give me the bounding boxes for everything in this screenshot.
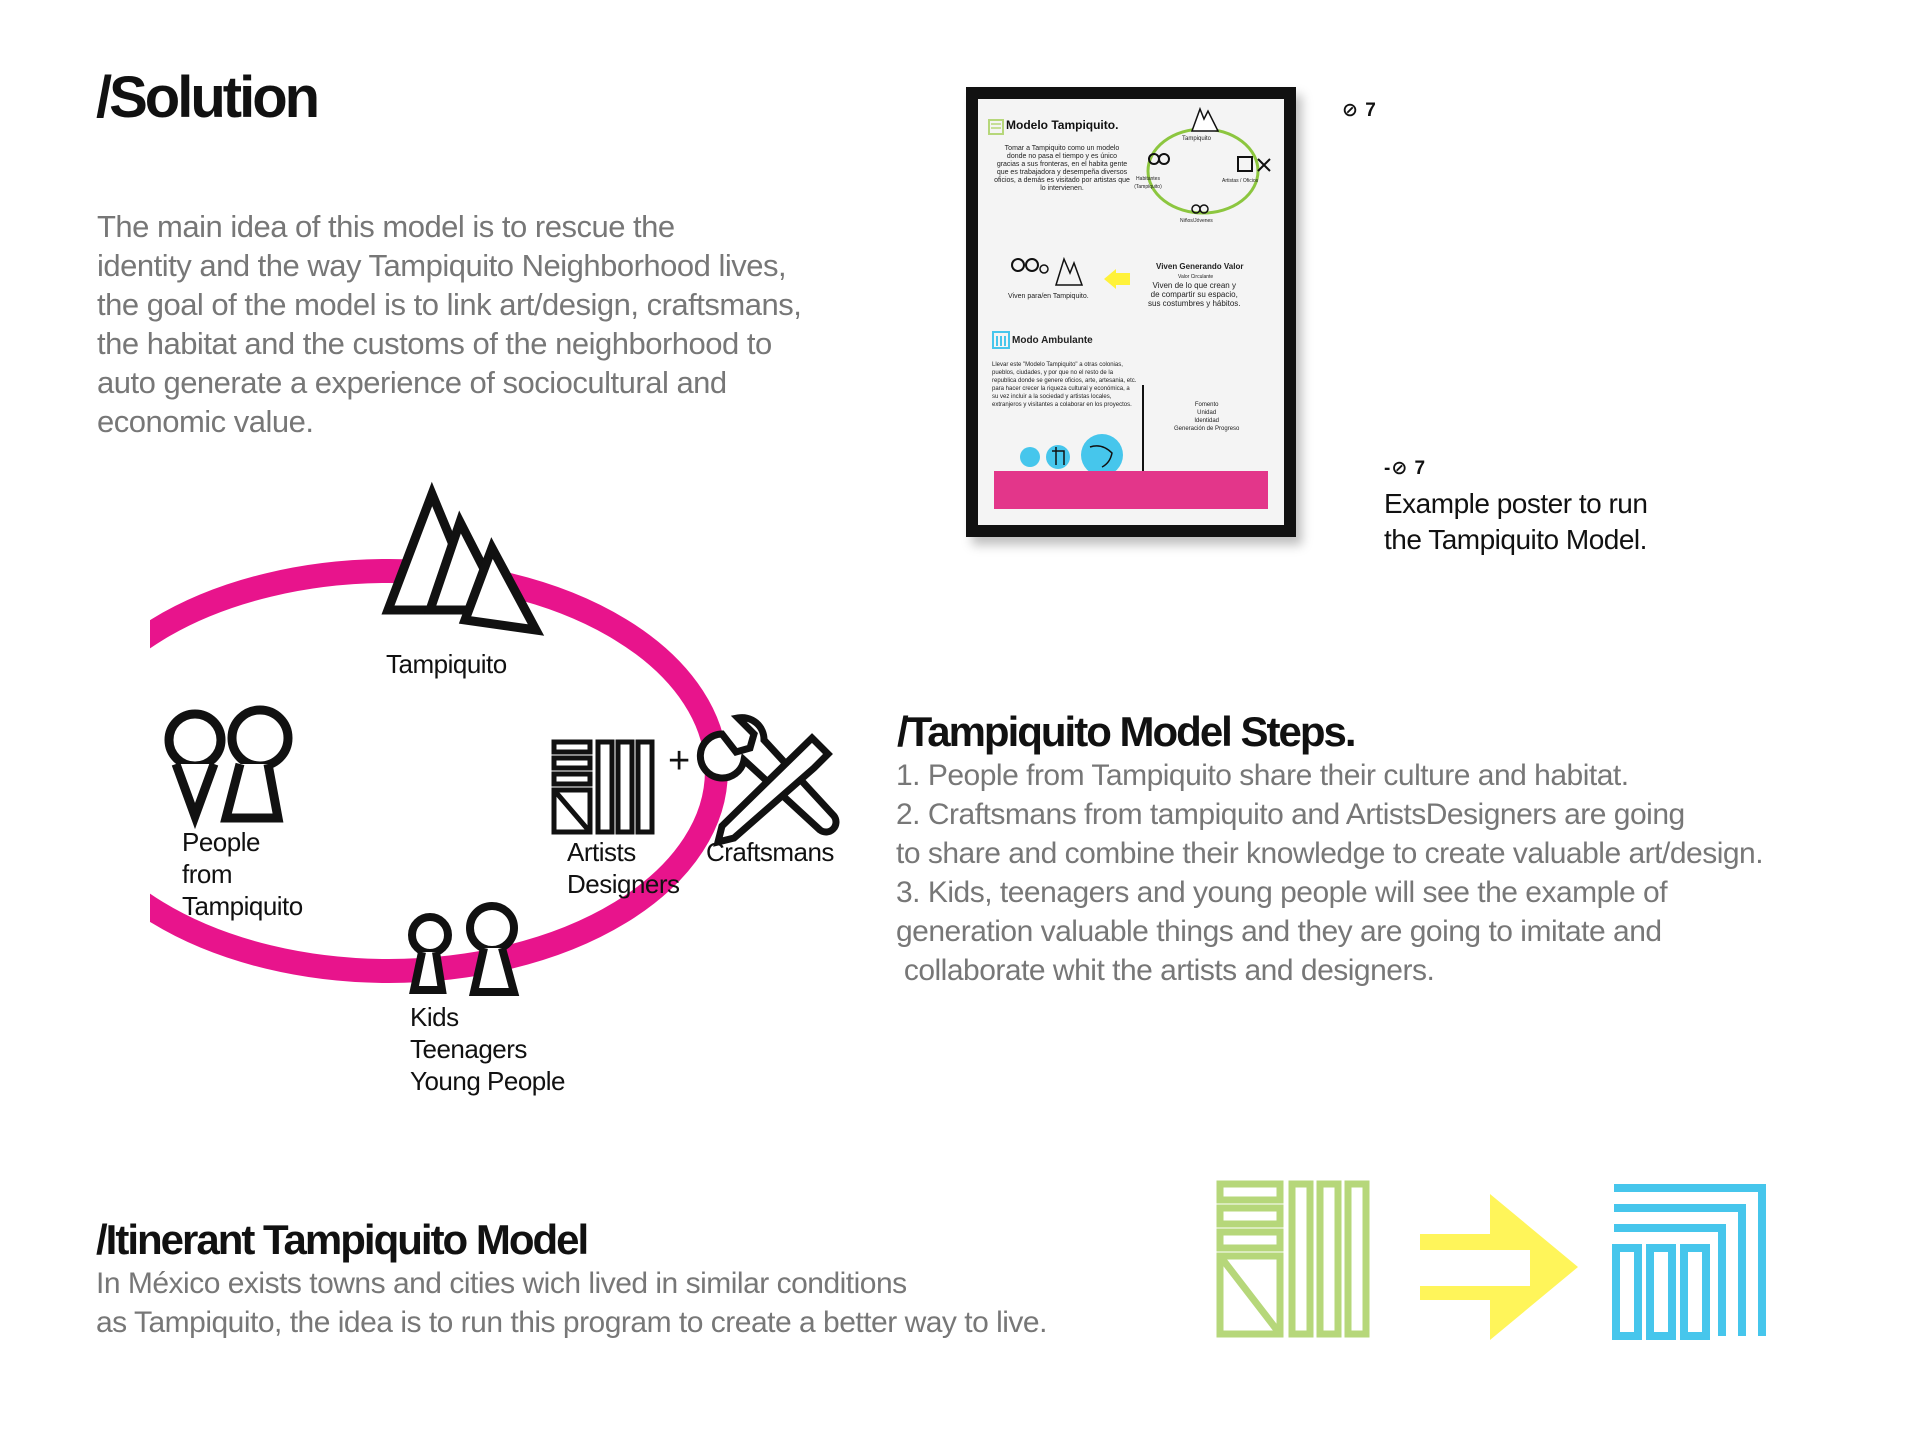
poster-intro-line: Tomar a Tampiquito como un modelo (1004, 145, 1120, 152)
poster-value-line: Viven de lo que crean y (1152, 281, 1236, 290)
poster-circle-right: Artistas / Oficios (1222, 178, 1259, 184)
itinerant-line: as Tampiquito, the idea is to run this p… (96, 1306, 1047, 1339)
poster-intro: Tomar a Tampiquito como un modelo donde … (992, 145, 1132, 193)
label-kids-teenagers: Kids Teenagers Young People (410, 1001, 565, 1097)
example-poster: Modelo Tampiquito. Tomar a Tampiquito co… (966, 87, 1296, 537)
tools-icon (696, 714, 840, 847)
poster-mode-line: extranjeros y visitantes a colaborar en … (992, 402, 1132, 408)
kids-icon (408, 902, 520, 996)
poster-caption-line: the Tampiquito Model. (1384, 524, 1647, 555)
steps-line: 2. Craftsmans from tampiquito and Artist… (896, 798, 1685, 831)
poster-value-sub: Valor Circulante (1178, 274, 1214, 280)
label-line: Young People (410, 1066, 565, 1096)
label-line: from (182, 859, 232, 889)
solution-line: The main idea of this model is to rescue… (97, 209, 675, 244)
steps-line: to share and combine their knowledge to … (896, 837, 1764, 870)
yellow-arrow-icon (1420, 1194, 1578, 1340)
poster-sheet: Modelo Tampiquito. Tomar a Tampiquito co… (978, 99, 1284, 525)
artists-icon (551, 739, 655, 835)
itinerant-title: /Itinerant Tampiquito Model (96, 1216, 589, 1263)
poster-fomento: Fomento Unidad Identidad Generación de P… (1174, 401, 1239, 433)
green-artists-logo-icon (1216, 1180, 1370, 1338)
steps-line: 3. Kids, teenagers and young people will… (896, 876, 1668, 909)
poster-vive-label: Viven para/en Tampiquito. (1008, 293, 1089, 300)
label-line: People (182, 827, 260, 857)
label-line: Tampiquito (182, 891, 303, 921)
poster-value-line: sus costumbres y hábitos. (1148, 299, 1241, 308)
poster-title: Modelo Tampiquito. (1006, 118, 1119, 132)
poster-mode-line: para hacer crecer la riqueza cultural y … (992, 386, 1130, 392)
steps-line: collaborate whit the artists and designe… (896, 954, 1435, 987)
caption-number: -⊘ 7 (1384, 458, 1427, 479)
poster-arrow-icon (1104, 269, 1130, 289)
poster-divider (1142, 385, 1144, 475)
people-icon (164, 705, 293, 830)
poster-intro-line: lo intervienen. (1040, 185, 1084, 192)
solution-title: /Solution (96, 65, 320, 130)
solution-line: auto generate a experience of sociocultu… (97, 365, 727, 400)
plus-sign: + (668, 740, 691, 782)
solution-line: economic value. (97, 404, 314, 439)
poster-mode-line: republica donde se genere oficios, arte,… (992, 378, 1137, 384)
poster-value-title: Viven Generando Valor (1156, 262, 1244, 271)
solution-line: the habitat and the customs of the neigh… (97, 326, 772, 361)
label-line: Teenagers (410, 1034, 527, 1064)
poster-intro-line: gracias a sus fronteras, en el habita ge… (996, 161, 1128, 168)
poster-fomento-line: Fomento (1194, 402, 1219, 408)
poster-mode-text: Llevar este "Modelo Tampiquito" a otras … (992, 361, 1136, 409)
poster-fomento-line: Identidad (1194, 418, 1220, 424)
label-craftsmans: Craftsmans (706, 837, 834, 867)
blue-mode-logo-icon (1612, 1184, 1766, 1340)
label-line: Designers (567, 869, 680, 899)
itinerant-paragraph: In México exists towns and cities wich l… (96, 1264, 1047, 1342)
steps-list: 1. People from Tampiquito share their cu… (896, 756, 1764, 990)
label-line: Kids (410, 1002, 459, 1032)
poster-fomento-line: Generación de Progreso (1174, 426, 1240, 432)
poster-caption-line: Example poster to run (1384, 488, 1648, 519)
poster-fomento-line: Unidad (1197, 410, 1217, 416)
poster-circle-top: Tampiquito (1182, 136, 1212, 142)
steps-line: generation valuable things and they are … (896, 915, 1662, 948)
poster-intro-line: donde no pasa el tiempo y es único (1006, 153, 1118, 160)
poster-mode-icon (992, 331, 1010, 349)
poster-logo-icon (988, 119, 1004, 135)
poster-number: ⊘ 7 (1342, 100, 1377, 121)
label-artists-designers: Artists Designers (567, 836, 680, 900)
poster-people-mountain-icon (1011, 256, 1084, 286)
poster-caption: Example poster to run the Tampiquito Mod… (1384, 486, 1648, 558)
poster-mode-line: pueblos, ciudades, y por que no el resto… (992, 370, 1114, 376)
poster-circle-bottom: Niños/Jóvenes (1180, 218, 1213, 224)
mountain-icon (381, 481, 545, 636)
solution-line: identity and the way Tampiquito Neighbor… (97, 248, 787, 283)
solution-line: the goal of the model is to link art/des… (97, 287, 802, 322)
steps-title: /Tampiquito Model Steps. (897, 708, 1357, 755)
poster-intro-line: que es trabajadora y desempeña diversos (996, 169, 1128, 176)
poster-value-line: de compartir su espacio, (1150, 290, 1238, 299)
solution-paragraph: The main idea of this model is to rescue… (97, 207, 802, 441)
label-people-from-tampiquito: People from Tampiquito (182, 826, 303, 922)
model-diagram (150, 481, 840, 996)
poster-value-text: Viven de lo que crean y de compartir su … (1148, 281, 1240, 308)
label-tampiquito: Tampiquito (386, 649, 507, 679)
poster-mode-line: su vez incluir a la sociedad y artistas … (992, 394, 1112, 400)
poster-mode-line: Llevar este "Modelo Tampiquito" a otras … (992, 362, 1123, 368)
label-line: Artists (567, 837, 636, 867)
poster-intro-line: oficios, a demás es visitado por artista… (994, 177, 1130, 184)
poster-pink-bar (994, 471, 1268, 509)
itinerant-line: In México exists towns and cities wich l… (96, 1267, 907, 1300)
poster-circle-left: Habitantes (Tampiquito) (1134, 176, 1162, 190)
poster-mode-title: Modo Ambulante (1012, 335, 1093, 346)
poster-circle-icons (1020, 434, 1123, 476)
poster-ring-diagram (1146, 106, 1271, 215)
steps-line: 1. People from Tampiquito share their cu… (896, 759, 1629, 792)
